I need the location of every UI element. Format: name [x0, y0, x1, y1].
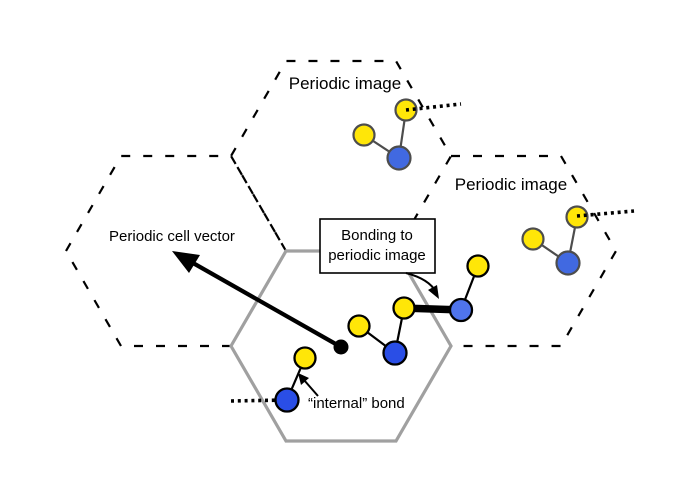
atom-yellow-boundary — [392, 296, 416, 320]
atom-blue — [386, 145, 412, 171]
bonding-callout-line1: Bonding to — [341, 227, 413, 244]
atom-yellow — [347, 314, 371, 338]
simulation-cell-hexagon — [229, 249, 453, 443]
internal-bond-arrow — [303, 379, 319, 397]
label-periodic-image-top: Periodic image — [289, 74, 401, 93]
dotted-bond-internal-molecule — [230, 398, 288, 403]
bonding-callout-arrowhead-icon — [428, 285, 439, 299]
label-periodic-cell-vector: Periodic cell vector — [109, 228, 235, 245]
atom-blue-periodic-partner — [448, 297, 474, 323]
atom-blue-internal — [274, 387, 300, 413]
atom-blue — [382, 340, 408, 366]
cell-vector-line — [191, 261, 343, 349]
label-internal-bond: “internal” bond — [308, 395, 405, 412]
bonding-callout-line2: periodic image — [328, 247, 426, 264]
bonding-callout-box — [319, 218, 436, 274]
atom-yellow — [352, 123, 376, 147]
cell-vector-arrowhead-icon — [172, 251, 200, 273]
atom-yellow-internal — [293, 346, 317, 370]
dotted-bond-top-image — [405, 102, 462, 112]
atom-yellow — [521, 227, 545, 251]
internal-bond-arrowhead-icon — [298, 373, 309, 385]
hexagon-right-periodic-image — [451, 154, 618, 348]
dotted-bond-right-image — [576, 209, 635, 218]
label-periodic-image-right: Periodic image — [455, 175, 567, 194]
atom-yellow — [565, 205, 589, 229]
hexagon-top-periodic-image — [229, 59, 453, 252]
atom-yellow — [466, 254, 490, 278]
hexagon-left-periodic-cell — [65, 154, 287, 348]
atom-blue — [555, 250, 581, 276]
cell-vector-origin-dot — [333, 339, 349, 355]
